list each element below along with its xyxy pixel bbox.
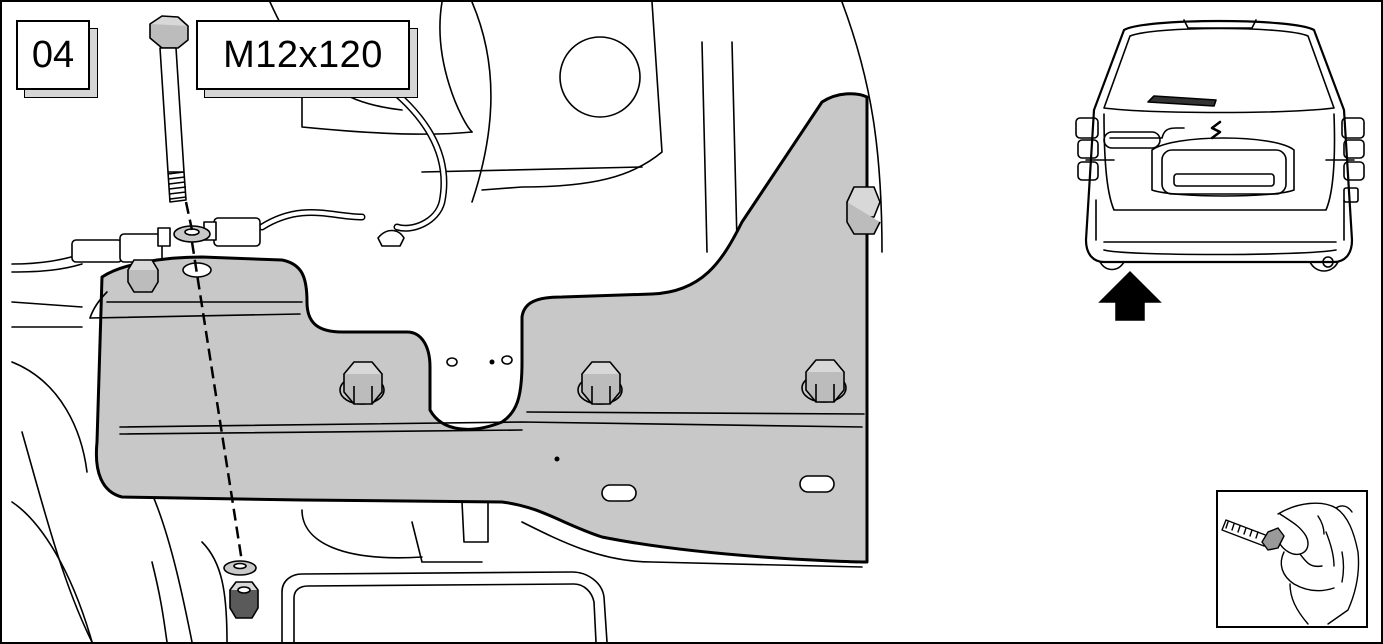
hex-bolt-4 — [846, 186, 881, 235]
step-number-text: 04 — [31, 33, 75, 76]
nut — [229, 581, 259, 619]
hex-bolt-2 — [577, 361, 623, 405]
rear-view-car-icon — [1075, 19, 1365, 321]
washer-bottom — [223, 560, 257, 576]
hand-tightening-bolt-icon — [1221, 502, 1360, 625]
hand-tightening-inset — [1216, 490, 1368, 628]
hex-bolt-3 — [801, 359, 847, 403]
step-number-label: 04 — [16, 20, 90, 90]
hex-bolt-5 — [127, 259, 159, 293]
hex-bolt-1 — [339, 361, 385, 405]
mounting-bracket — [94, 92, 869, 564]
alignment-dashed-line — [184, 201, 244, 563]
part-spec-text: M12x120 — [223, 33, 383, 76]
direction-arrow-icon — [1098, 270, 1162, 321]
washer-top — [173, 225, 211, 243]
part-spec-label: M12x120 — [196, 20, 410, 90]
long-bolt-m12x120 — [149, 15, 189, 203]
